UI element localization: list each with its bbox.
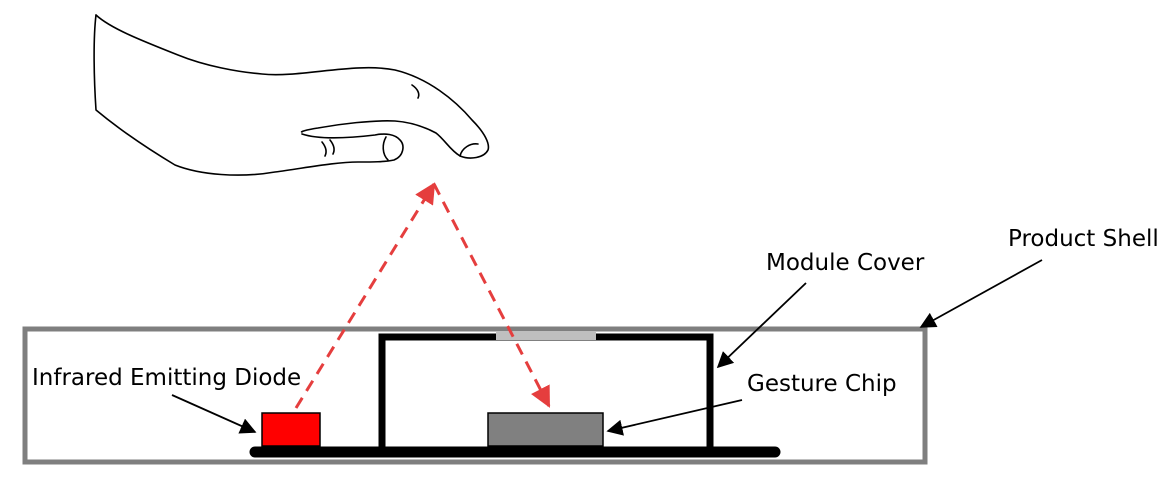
ir-beam-emitted bbox=[294, 182, 436, 409]
arrow-module-cover bbox=[716, 282, 807, 369]
module-cover bbox=[378, 332, 714, 447]
arrow-infrared-diode bbox=[171, 394, 257, 434]
hand-icon bbox=[93, 14, 490, 176]
arrow-gesture-chip bbox=[606, 399, 743, 436]
ir-beam-path bbox=[294, 182, 551, 409]
arrow-product-shell bbox=[919, 259, 1043, 328]
ir-beam-reflected bbox=[432, 183, 551, 408]
infrared-diode-block bbox=[261, 412, 321, 447]
product-shell-outline bbox=[22, 326, 928, 465]
label-product-shell: Product Shell bbox=[1008, 226, 1159, 252]
label-infrared-emitting-diode: Infrared Emitting Diode bbox=[32, 365, 301, 391]
label-module-cover: Module Cover bbox=[766, 250, 925, 276]
module-cover-window bbox=[496, 332, 596, 340]
gesture-chip-block bbox=[487, 412, 604, 447]
label-gesture-chip: Gesture Chip bbox=[747, 371, 897, 397]
